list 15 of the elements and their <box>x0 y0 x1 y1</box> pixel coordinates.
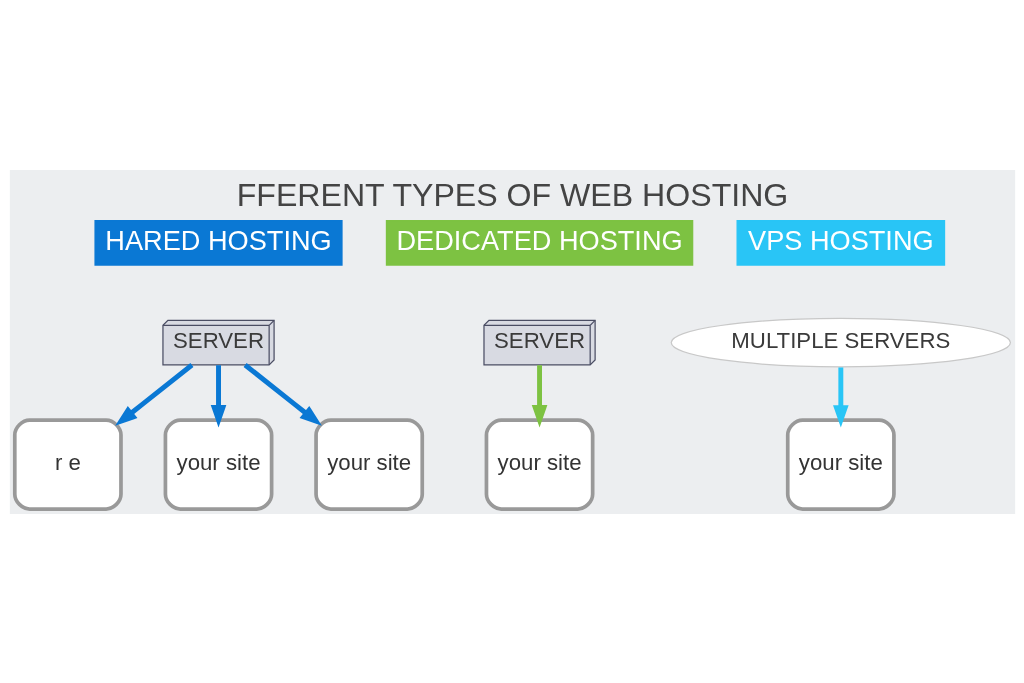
arrow <box>531 364 547 427</box>
node-box: DEDICATED HOSTING <box>385 219 693 266</box>
node-box: your site <box>785 417 896 511</box>
node-box: HARED HOSTING <box>93 219 343 266</box>
node-box: VPS HOSTING <box>736 219 945 266</box>
diagram-title: FFERENT TYPES OF WEB HOSTING <box>236 176 788 213</box>
node-box: your site <box>313 417 424 511</box>
arrow <box>114 362 193 426</box>
arrow <box>210 364 226 427</box>
node-box: your site <box>163 417 273 511</box>
node-ellipse: MULTIPLE SERVERS <box>670 317 1011 367</box>
node-box: r e <box>12 417 123 511</box>
node-box: your site <box>484 417 594 511</box>
arrow <box>832 366 849 427</box>
arrow <box>243 362 322 426</box>
